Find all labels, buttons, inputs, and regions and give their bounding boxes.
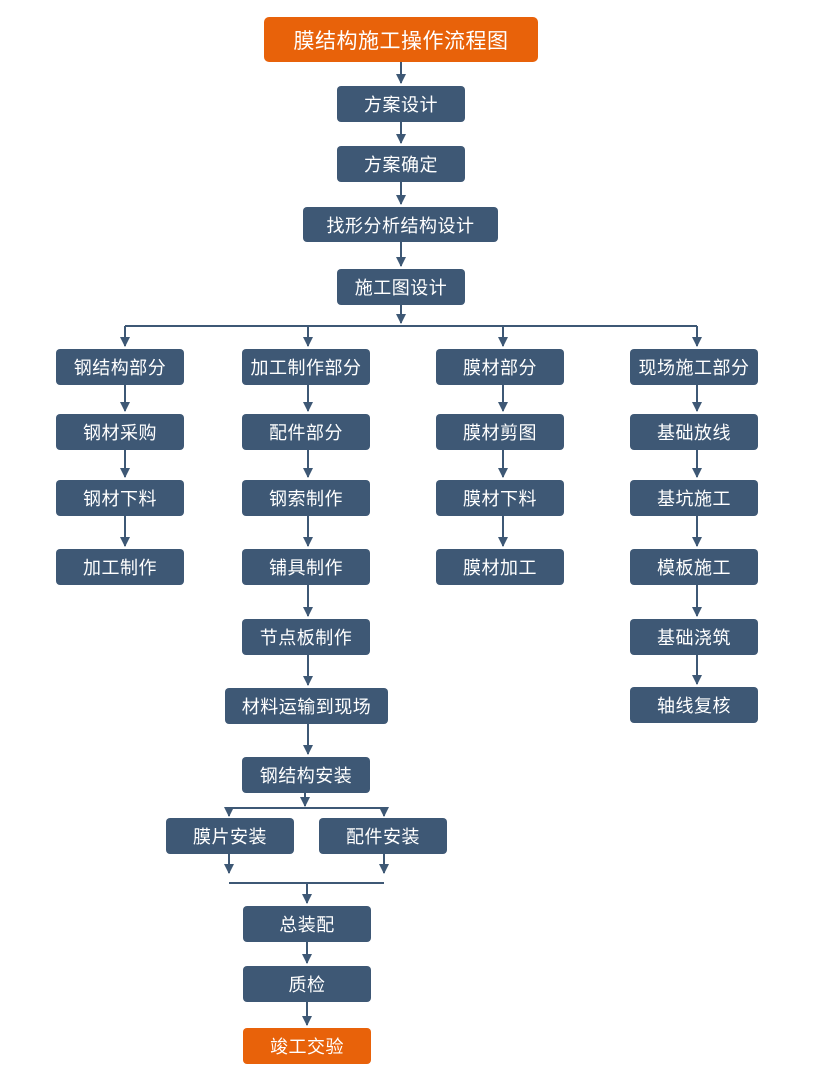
node-mo-cai-xia-liao: 膜材下料 — [436, 480, 564, 516]
node-pu-ju-zhi-zuo: 铺具制作 — [242, 549, 370, 585]
node-jie-dian-ban-zhi-zuo: 节点板制作 — [242, 619, 370, 655]
node-gang-jie-gou-an-zhuang: 钢结构安装 — [242, 757, 370, 793]
node-mo-cai-jia-gong: 膜材加工 — [436, 549, 564, 585]
node-pei-jian-bu-fen: 配件部分 — [242, 414, 370, 450]
node-shi-gong-tu-she-ji: 施工图设计 — [337, 269, 465, 305]
node-gang-jie-gou-bu-fen: 钢结构部分 — [56, 349, 184, 385]
node-ji-keng-shi-gong: 基坑施工 — [630, 480, 758, 516]
node-gang-suo-zhi-zuo: 钢索制作 — [242, 480, 370, 516]
node-fang-an-que-ding: 方案确定 — [337, 146, 465, 182]
node-ji-chu-fang-xian: 基础放线 — [630, 414, 758, 450]
node-mo-pian-an-zhuang: 膜片安装 — [166, 818, 294, 854]
diagram-title: 膜结构施工操作流程图 — [264, 17, 538, 62]
node-pei-jian-an-zhuang: 配件安装 — [319, 818, 447, 854]
node-jun-gong-jiao-yan: 竣工交验 — [243, 1028, 371, 1064]
node-zhi-jian: 质检 — [243, 966, 371, 1002]
node-mo-ban-shi-gong: 模板施工 — [630, 549, 758, 585]
node-zong-zhuang-pei: 总装配 — [243, 906, 371, 942]
node-fang-an-she-ji: 方案设计 — [337, 86, 465, 122]
node-zhou-xian-fu-he: 轴线复核 — [630, 687, 758, 723]
node-jia-gong-zhi-zuo-bu-fen: 加工制作部分 — [242, 349, 370, 385]
node-xian-chang-shi-gong-bu-fen: 现场施工部分 — [630, 349, 758, 385]
node-jia-gong-zhi-zuo: 加工制作 — [56, 549, 184, 585]
node-zhao-xing-fen-xi: 找形分析结构设计 — [303, 207, 498, 242]
node-mo-cai-jian-tu: 膜材剪图 — [436, 414, 564, 450]
node-gang-cai-xia-liao: 钢材下料 — [56, 480, 184, 516]
node-gang-cai-cai-gou: 钢材采购 — [56, 414, 184, 450]
node-mo-cai-bu-fen: 膜材部分 — [436, 349, 564, 385]
node-cai-liao-yun-shu: 材料运输到现场 — [225, 688, 388, 724]
node-ji-chu-jiao-zhu: 基础浇筑 — [630, 619, 758, 655]
